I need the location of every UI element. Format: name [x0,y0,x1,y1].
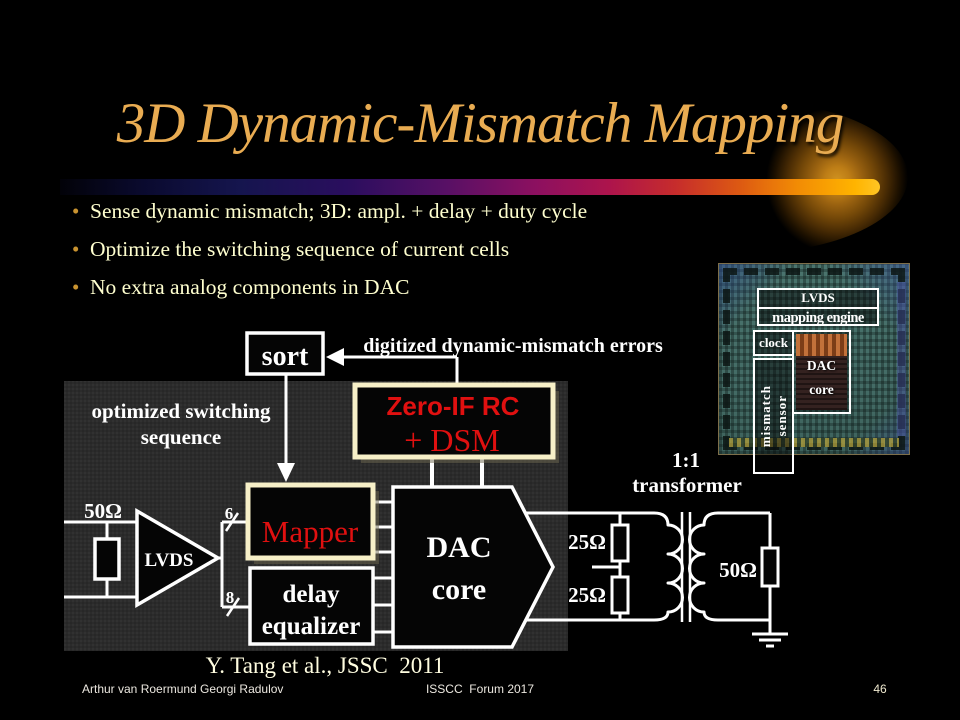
digitized-errors-label: digitized dynamic-mismatch errors [363,335,663,357]
zeroif-box [352,382,556,460]
dac-core-shape [391,485,555,649]
chip-mismatch-label-line2: sensor [773,395,789,437]
mapper-label: Mapper [262,514,359,549]
slide-title: 3D Dynamic-Mismatch Mapping [116,92,845,155]
citation: Y. Tang et al., JSSC 2011 [205,653,445,678]
input-resistor-label: 50Ω [84,499,122,523]
output-resistor-top [610,523,630,563]
zeroif-label-line2: + DSM [404,422,499,458]
chip-region-dac-core: DAC core [792,330,851,414]
delay-equalizer-box [248,566,375,646]
bullet-text: Sense dynamic mismatch; 3D: ampl. + dela… [90,199,588,223]
load-resistor [760,546,780,588]
chip-lvds-label: LVDS [759,290,877,309]
chip-pad-row [729,438,899,447]
r25-top-label: 25Ω [568,530,606,554]
bus-width-8: 8 [226,588,235,607]
dac-label-line2: core [432,573,486,606]
bullet-dot-icon: • [72,275,80,299]
chip-micrograph: LVDS mapping engine clock mismatch senso… [718,263,910,474]
chip-region-mismatch-sensor: mismatch sensor [753,358,794,474]
optimized-label-line2: sequence [141,425,222,449]
chip-dac-body [796,356,847,410]
chip-dac-label-line2: core [809,382,834,397]
chip-region-clock: clock [753,330,794,356]
sort-label: sort [262,341,309,372]
mapper-box [245,482,376,561]
chip-edge-tint [897,282,906,436]
delay-label-line1: delay [283,581,340,608]
sort-box [245,331,325,376]
chip-mapping-label: mapping engine [772,310,864,326]
footer-event: ISSCC Forum 2017 [425,682,535,696]
chip-dac-structures [796,334,847,356]
bus-width-6: 6 [225,504,234,523]
bullet-dot-icon: • [72,237,80,261]
bullet-item: • Sense dynamic mismatch; 3D: ampl. + de… [60,199,720,223]
chip-mismatch-label-line1: mismatch [757,384,773,448]
chip-region-lvds-mapping: LVDS mapping engine [757,288,879,326]
chip-clock-label: clock [759,335,788,350]
footer-page-number: 46 [873,682,887,696]
output-resistor-bottom [610,575,630,615]
arrow-left-icon [326,348,344,366]
gradient-accent-bar [60,179,880,195]
transformer-label: transformer [632,473,742,497]
swoosh-ellipse-decoration [586,101,908,253]
wires [64,355,788,648]
chip-dac-label-line1: DAC [806,358,837,373]
bullet-list: • Sense dynamic mismatch; 3D: ampl. + de… [60,199,720,313]
optimized-label-line1: optimized switching [91,399,271,423]
input-resistor [93,537,121,581]
bullet-item: • Optimize the switching sequence of cur… [60,237,720,261]
lvds-buffer-shape [135,507,222,609]
r50-out-label: 50Ω [719,558,757,582]
bullet-text: No extra analog components in DAC [90,275,410,299]
bullet-text: Optimize the switching sequence of curre… [90,237,510,261]
bullet-dot-icon: • [72,199,80,223]
dac-label-line1: DAC [427,531,492,564]
delay-label-line2: equalizer [262,613,361,640]
lvds-label: LVDS [145,550,194,571]
zeroif-label-line1: Zero-IF RC [387,391,520,421]
transformer-ratio-label: 1:1 [672,448,700,472]
r25-bottom-label: 25Ω [568,583,606,607]
bullet-item: • No extra analog components in DAC [60,275,720,299]
footer-authors: Arthur van Roermund Georgi Radulov [82,682,284,696]
arrow-down-icon [277,463,295,482]
